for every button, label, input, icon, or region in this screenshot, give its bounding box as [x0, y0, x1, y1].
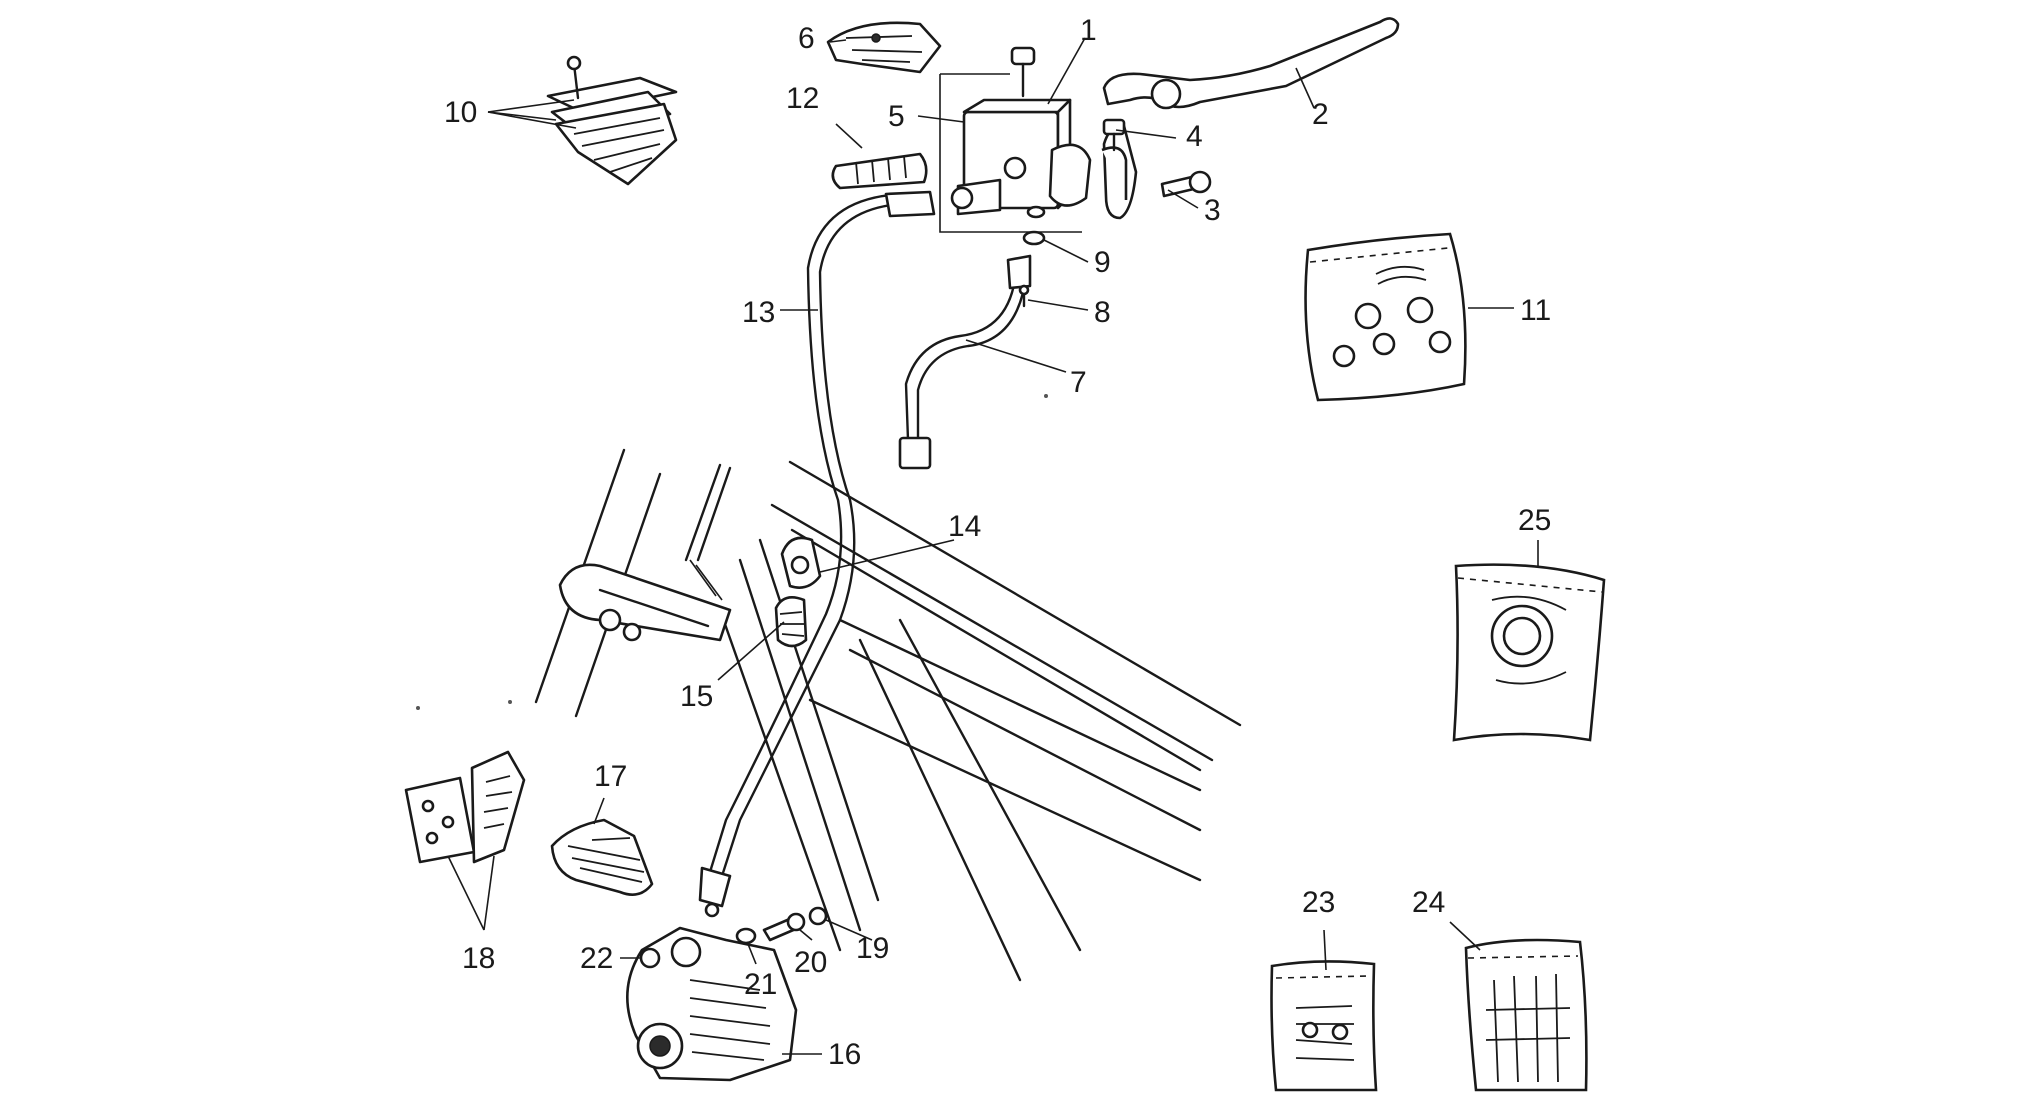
part-25-kit-bag	[1452, 563, 1606, 742]
part-11-repair-kit-bag	[1304, 232, 1467, 402]
part-6-lever-cover	[826, 21, 942, 74]
label-10: 10	[444, 96, 477, 129]
scan-specks	[416, 394, 1048, 710]
label-21: 21	[744, 968, 777, 1001]
part-14-hose-clip	[780, 536, 822, 589]
label-11: 11	[1520, 294, 1551, 327]
label-19: 19	[856, 932, 889, 965]
part-7-brake-switch-wire	[898, 254, 1032, 470]
part-2-brake-lever	[1102, 17, 1400, 110]
leader-lines	[447, 37, 1539, 1055]
label-8: 8	[1094, 296, 1111, 329]
label-22: 22	[580, 942, 613, 975]
label-20: 20	[794, 946, 827, 979]
label-3: 3	[1204, 194, 1221, 227]
callout-labels: 1 2 3 4 5 6 7 8 9 10 11 12 13 14 15 16 1…	[444, 14, 1551, 1071]
part-12-hose-fitting	[831, 152, 928, 190]
label-7: 7	[1070, 366, 1087, 399]
label-9: 9	[1094, 246, 1111, 279]
part-13-brake-hose	[698, 190, 936, 918]
label-13: 13	[742, 296, 775, 329]
part-17-brake-pad-spring	[550, 818, 654, 896]
part-9-washer	[1022, 205, 1046, 246]
part-23-kit-bag	[1270, 960, 1378, 1092]
part-8-screw	[1018, 284, 1030, 308]
part-15-grommet	[774, 596, 808, 648]
part-10-reservoir-cap	[546, 55, 678, 186]
part-21-washer	[735, 927, 757, 945]
label-24: 24	[1412, 886, 1445, 919]
label-6: 6	[798, 22, 815, 55]
label-14: 14	[948, 510, 981, 543]
label-1: 1	[1080, 14, 1097, 47]
frame-tubes	[534, 448, 1242, 982]
part-18-brake-pads	[404, 750, 526, 864]
label-23: 23	[1302, 886, 1335, 919]
label-12: 12	[786, 82, 819, 115]
label-2: 2	[1312, 98, 1329, 131]
part-19-bleed-cap	[808, 906, 828, 926]
part-1-master-cylinder	[939, 46, 1092, 233]
part-22-washer	[639, 947, 661, 969]
label-5: 5	[888, 100, 905, 133]
label-18: 18	[462, 942, 495, 975]
label-25: 25	[1518, 504, 1551, 537]
label-15: 15	[680, 680, 713, 713]
label-17: 17	[594, 760, 627, 793]
part-24-kit-bag	[1464, 938, 1588, 1092]
part-16-brake-caliper	[626, 926, 798, 1082]
part-20-bleed-screw	[762, 912, 806, 942]
label-4: 4	[1186, 120, 1203, 153]
label-16: 16	[828, 1038, 861, 1071]
